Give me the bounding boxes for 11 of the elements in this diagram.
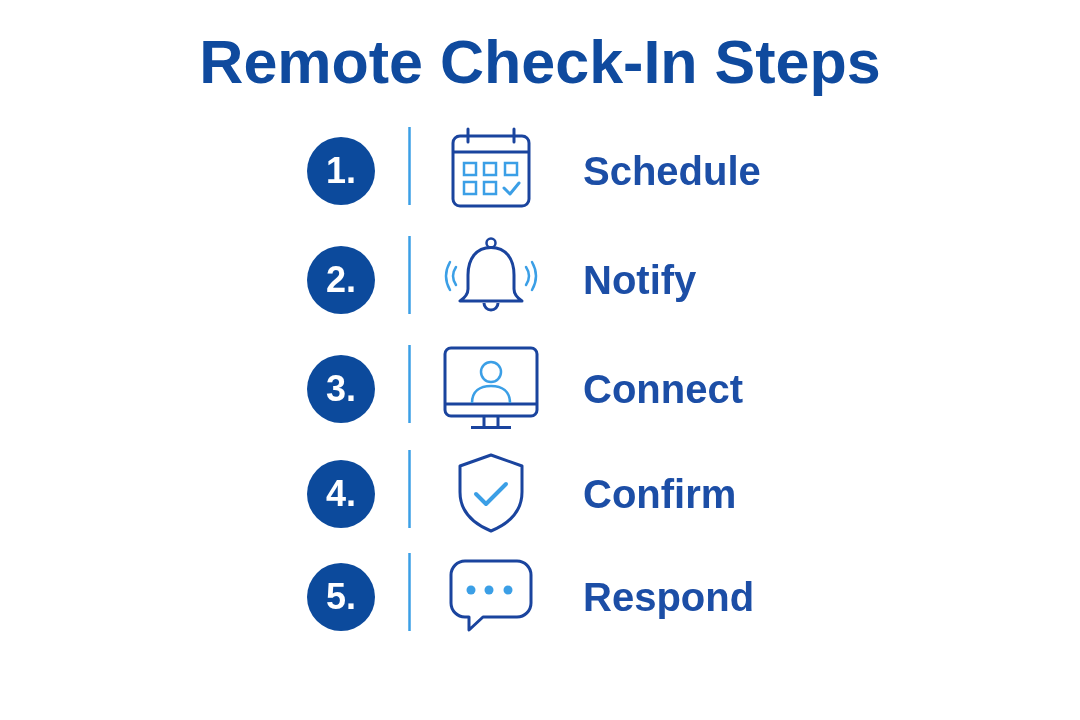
- step-label: Confirm: [583, 471, 737, 517]
- step-number: 1.: [326, 153, 356, 189]
- step-label: Connect: [583, 366, 743, 412]
- title: Remote Check-In Steps: [199, 27, 881, 98]
- step-number: 5.: [326, 579, 356, 615]
- step-label: Respond: [583, 574, 755, 620]
- step-number: 3.: [326, 371, 356, 407]
- step-label: Schedule: [583, 148, 761, 194]
- step-number: 4.: [326, 476, 356, 512]
- step-number: 2.: [326, 262, 356, 298]
- step-label: Notify: [583, 257, 697, 303]
